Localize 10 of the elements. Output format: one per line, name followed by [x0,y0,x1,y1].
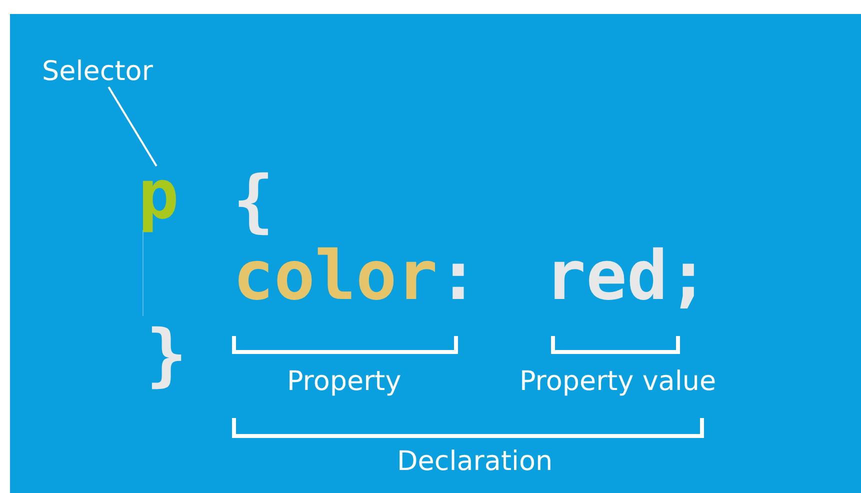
selector-code: p [138,162,179,230]
selector-label: Selector [42,58,153,85]
leader-line [108,86,158,167]
value-code: red; [545,243,709,311]
open-brace: { [233,168,274,236]
property-label: Property [287,368,402,395]
property-value-label: Property value [520,368,716,395]
declaration-label: Declaration [397,448,553,475]
property-code: color: [233,243,479,311]
close-brace: } [146,322,187,390]
